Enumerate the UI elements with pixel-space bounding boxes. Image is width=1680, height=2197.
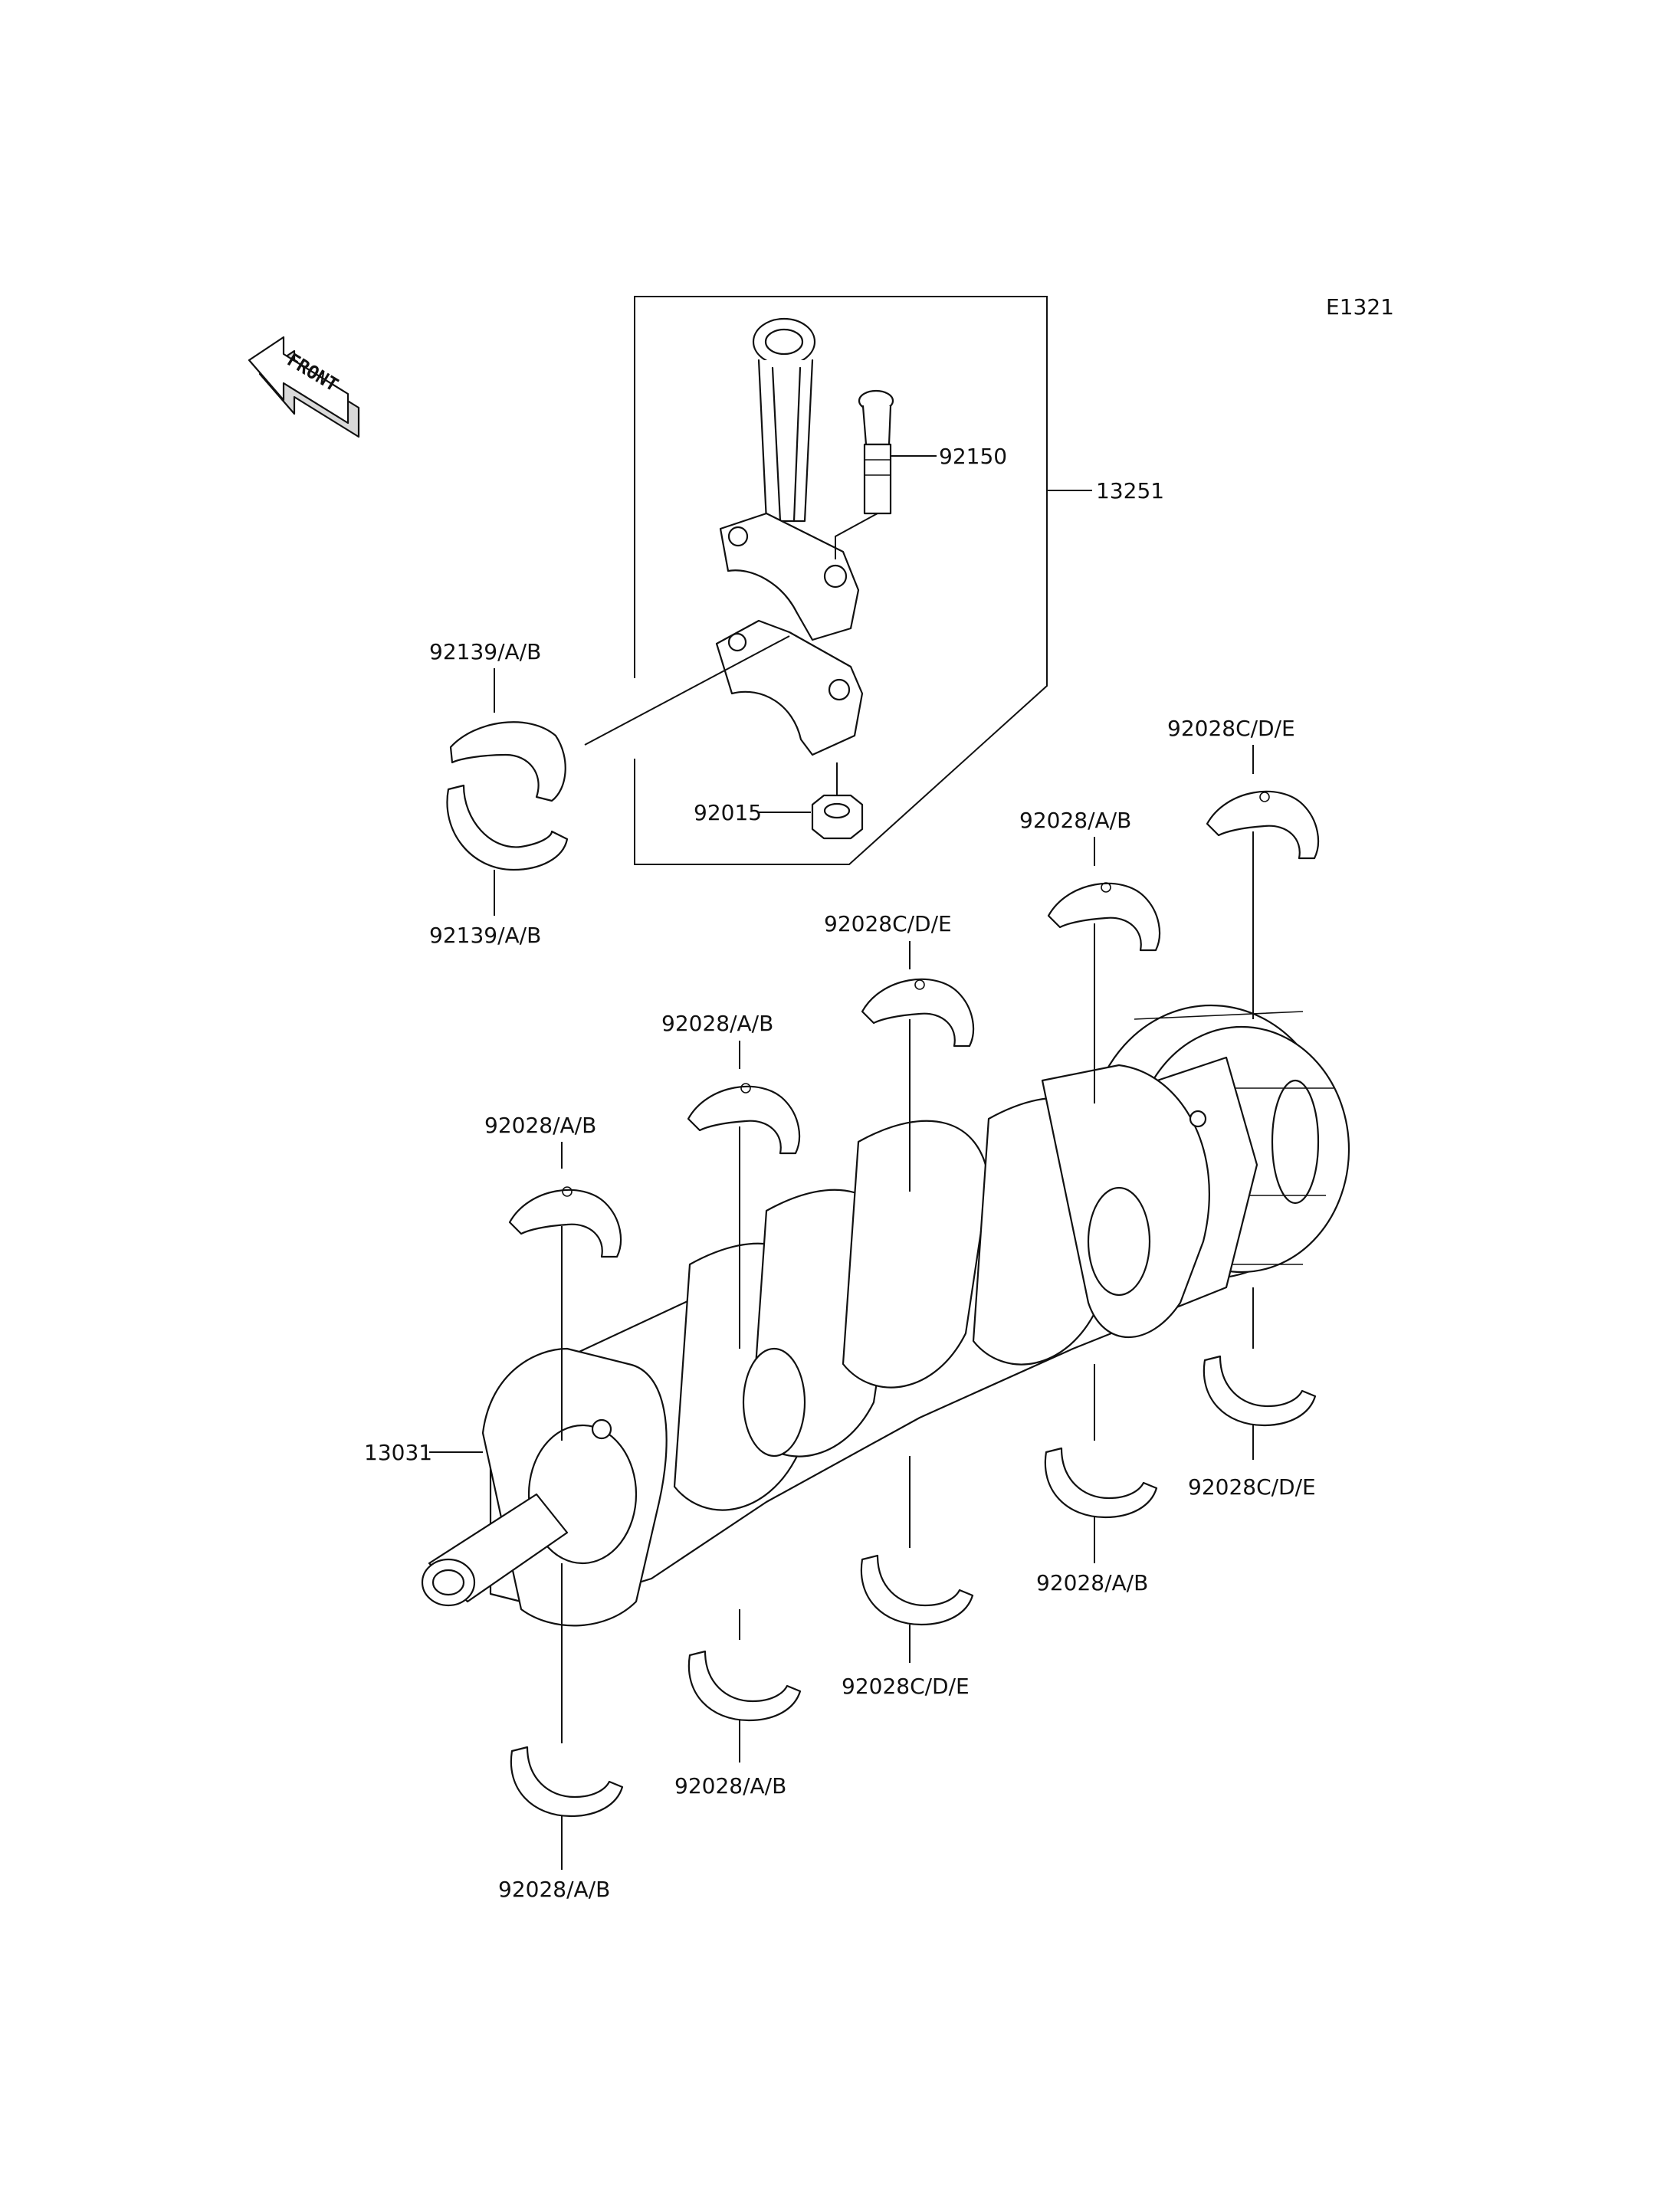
- label-main-lower-4: 92028/A/B: [1036, 1570, 1148, 1595]
- front-arrow-icon: FRONT: [248, 336, 360, 438]
- label-rod-bearing-lower: 92139/A/B: [429, 923, 541, 948]
- label-rod-bolt: 92150: [939, 444, 1007, 469]
- main-bearing-upper-5: 92028C/D/E: [1167, 716, 1320, 1019]
- rod-nut: 92015: [694, 762, 864, 840]
- label-rod-assembly: 13251: [1096, 478, 1164, 503]
- main-bearing-lower-5: 92028C/D/E: [1188, 1287, 1317, 1500]
- label-main-upper-4: 92028/A/B: [1019, 808, 1131, 833]
- label-main-lower-2: 92028/A/B: [674, 1773, 786, 1799]
- label-main-upper-3: 92028C/D/E: [824, 911, 952, 936]
- label-main-lower-3: 92028C/D/E: [842, 1674, 970, 1699]
- connecting-rod: [715, 317, 864, 756]
- crankshaft: [421, 1004, 1350, 1627]
- diagram-code: E1321: [1326, 294, 1394, 320]
- main-bearing-upper-2: 92028/A/B: [661, 1011, 801, 1349]
- main-bearing-upper-4: 92028/A/B: [1019, 808, 1161, 1103]
- main-bearing-lower-3: 92028C/D/E: [842, 1456, 974, 1699]
- label-main-upper-1: 92028/A/B: [484, 1113, 596, 1138]
- connecting-rod-assembly-box: 13251: [634, 296, 1164, 865]
- rod-bearing-upper: 92139/A/B: [429, 639, 566, 802]
- rod-bolt: 92150: [835, 389, 1007, 559]
- main-bearing-upper-3: 92028C/D/E: [824, 911, 975, 1192]
- rod-bearing-lower: 92139/A/B: [429, 784, 569, 948]
- main-bearing-lower-1: 92028/A/B: [498, 1563, 624, 1902]
- label-crankshaft: 13031: [364, 1440, 432, 1465]
- label-main-lower-5: 92028C/D/E: [1188, 1474, 1316, 1500]
- main-bearing-upper-1: 92028/A/B: [484, 1113, 622, 1441]
- label-main-upper-5: 92028C/D/E: [1167, 716, 1295, 741]
- label-main-lower-1: 92028/A/B: [498, 1877, 610, 1902]
- main-bearing-lower-2: 92028/A/B: [674, 1609, 802, 1799]
- main-bearing-lower-4: 92028/A/B: [1036, 1364, 1158, 1595]
- label-main-upper-2: 92028/A/B: [661, 1011, 773, 1036]
- label-rod-nut: 92015: [694, 800, 762, 825]
- label-rod-bearing-upper: 92139/A/B: [429, 639, 541, 664]
